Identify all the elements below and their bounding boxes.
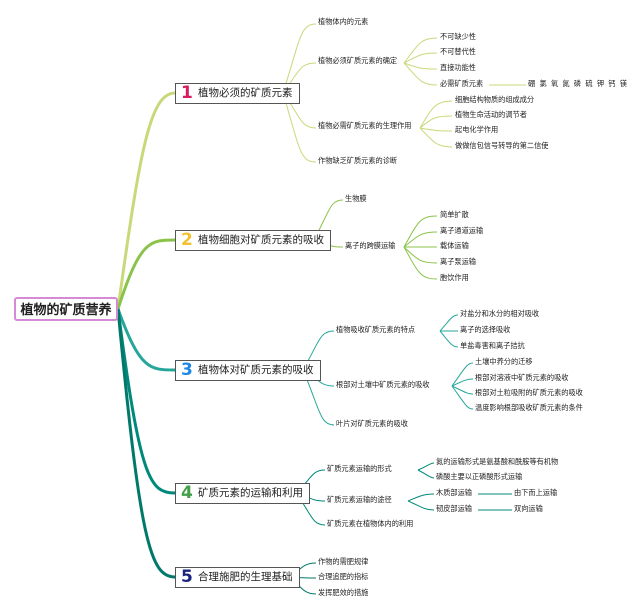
branch-2-number: 2 bbox=[181, 230, 193, 250]
b5-item-1[interactable]: 作物的需肥规律 bbox=[318, 557, 369, 566]
b2-leaf-3[interactable]: 载体运输 bbox=[440, 241, 469, 250]
b1-role-4[interactable]: 做做信包信号转导的第二信使 bbox=[455, 141, 549, 150]
branch-5-number: 5 bbox=[181, 567, 193, 587]
b4-sub-forms[interactable]: 矿质元素运输的形式 bbox=[327, 464, 392, 473]
edge-root-b5 bbox=[116, 308, 176, 579]
edge-root-b2 bbox=[116, 238, 176, 310]
b1-leaf-2[interactable]: 不可替代性 bbox=[440, 47, 476, 56]
b1-role-1[interactable]: 细胞结构物质的组成成分 bbox=[455, 95, 535, 104]
branch-2-node[interactable]: 2 植物细胞对矿质元素的吸收 bbox=[175, 230, 331, 251]
b4-sub-utilization[interactable]: 矿质元素在植物体内的利用 bbox=[327, 519, 414, 528]
branch-5-label: 合理施肥的生理基础 bbox=[198, 571, 293, 583]
branch-4-number: 4 bbox=[181, 483, 193, 503]
branch-1-number: 1 bbox=[181, 83, 193, 103]
b1-leaf-3[interactable]: 直接功能性 bbox=[440, 63, 476, 72]
b1-sub-elements-in-plant[interactable]: 植物体内的元素 bbox=[318, 17, 369, 26]
b3-root-3[interactable]: 根部对土粒吸附的矿质元素的吸收 bbox=[475, 388, 583, 397]
branch-2-label: 植物细胞对矿质元素的吸收 bbox=[198, 234, 324, 246]
b4-path-2[interactable]: 韧皮部运输 bbox=[436, 504, 472, 513]
b4-path-2-detail[interactable]: 双向运输 bbox=[514, 504, 543, 513]
b1-sub-determination[interactable]: 植物必须矿质元素的确定 bbox=[318, 56, 398, 65]
branch-5-node[interactable]: 5 合理施肥的生理基础 bbox=[175, 567, 300, 588]
b4-path-1[interactable]: 木质部运输 bbox=[436, 488, 472, 497]
b4-form-1[interactable]: 氮的运输形式是氨基酸和酰胺等有机物 bbox=[436, 457, 559, 466]
b3-feature-2[interactable]: 离子的选择吸收 bbox=[460, 325, 511, 334]
b2-sub-transport[interactable]: 离子的跨膜运输 bbox=[345, 241, 396, 250]
b4-sub-pathways[interactable]: 矿质元素运输的途径 bbox=[327, 495, 392, 504]
b1-sub-physiological-role[interactable]: 植物必需矿质元素的生理作用 bbox=[318, 121, 412, 130]
b4-form-2[interactable]: 磷酸主要以正磷酸形式运输 bbox=[436, 472, 523, 481]
branch-3-number: 3 bbox=[181, 360, 193, 380]
b5-item-2[interactable]: 合理追肥的指标 bbox=[318, 572, 369, 581]
b2-leaf-5[interactable]: 胞饮作用 bbox=[440, 273, 469, 282]
b3-sub-leaf-absorption[interactable]: 叶片对矿质元素的吸收 bbox=[336, 419, 408, 428]
branch-4-label: 矿质元素的运输和利用 bbox=[198, 487, 303, 499]
b1-role-2[interactable]: 植物生命活动的调节者 bbox=[455, 110, 527, 119]
branch-1-node[interactable]: 1 植物必须的矿质元素 bbox=[175, 83, 300, 104]
branch-4-node[interactable]: 4 矿质元素的运输和利用 bbox=[175, 483, 310, 504]
b3-feature-3[interactable]: 单盐毒害和离子拮抗 bbox=[460, 341, 525, 350]
b5-item-3[interactable]: 发挥肥效的措施 bbox=[318, 588, 369, 597]
b3-feature-1[interactable]: 对盐分和水分的相对吸收 bbox=[460, 309, 540, 318]
edge-root-b1 bbox=[116, 91, 176, 310]
b3-root-4[interactable]: 温度影响根部吸收矿质元素的条件 bbox=[475, 403, 583, 412]
edge-root-b3 bbox=[116, 308, 176, 372]
root-node[interactable]: 植物的矿质营养 bbox=[14, 297, 118, 321]
branch-1-label: 植物必须的矿质元素 bbox=[198, 87, 293, 99]
b2-leaf-4[interactable]: 离子泵运输 bbox=[440, 257, 476, 266]
b1-role-3[interactable]: 起电化学作用 bbox=[455, 125, 499, 134]
b2-leaf-2[interactable]: 离子通道运输 bbox=[440, 226, 484, 235]
b3-sub-features[interactable]: 植物吸收矿质元素的特点 bbox=[336, 325, 416, 334]
b3-root-2[interactable]: 根部对溶液中矿质元素的吸收 bbox=[475, 373, 569, 382]
b1-element-list[interactable]: 硼 氯 氧 氮 磷 硫 钾 钙 镁 bbox=[528, 79, 628, 88]
b2-sub-membrane[interactable]: 生物膜 bbox=[345, 194, 367, 203]
branch-3-label: 植物体对矿质元素的吸收 bbox=[198, 364, 314, 376]
b3-sub-root-absorption[interactable]: 根部对土壤中矿质元素的吸收 bbox=[336, 380, 430, 389]
b1-leaf-1[interactable]: 不可缺少性 bbox=[440, 32, 476, 41]
branch-3-node[interactable]: 3 植物体对矿质元素的吸收 bbox=[175, 360, 321, 381]
b1-sub-diagnosis[interactable]: 作物缺乏矿质元素的诊断 bbox=[318, 156, 398, 165]
b4-path-1-detail[interactable]: 由下而上运输 bbox=[514, 488, 558, 497]
b1-leaf-4[interactable]: 必需矿质元素 bbox=[440, 79, 484, 88]
b3-root-1[interactable]: 土壤中养分的迁移 bbox=[475, 357, 533, 366]
b2-leaf-1[interactable]: 简单扩散 bbox=[440, 210, 469, 219]
edge-root-b4 bbox=[116, 308, 176, 495]
